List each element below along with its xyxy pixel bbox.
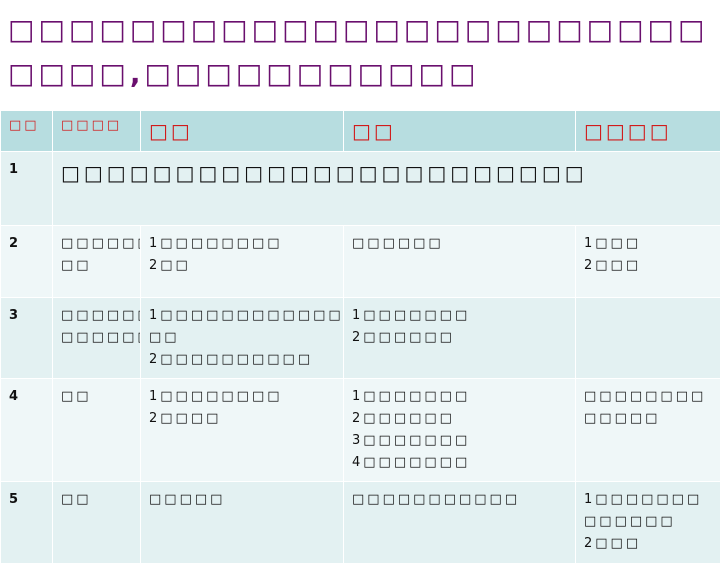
table-cell: □□□□□□ xyxy=(344,226,576,298)
cell-line: 1□□□□□□□ xyxy=(584,489,712,511)
table-row: 1 □□□□□□□□□□□□□□□□□□□□□□□ xyxy=(1,152,720,226)
cell-line: □□□□□□□□ xyxy=(584,386,712,408)
cell-line: 1□□□ xyxy=(584,233,712,255)
cell-line: 1□□□□□□□ xyxy=(352,386,567,408)
title-line-2: □□□□,□□□□□□□□□□□ xyxy=(8,52,712,96)
table-cell: □□□□□□□□ □□□□□ xyxy=(576,379,720,482)
cell-line: □□□□□□ xyxy=(61,233,132,255)
table-row: 3 □□□□□□ □□□□□□ 1□□□□□□□□□□□□□ □□ 2□□□□□… xyxy=(1,298,720,379)
cell-line: □□□□□□ xyxy=(61,305,132,327)
row-number: 5 xyxy=(1,482,53,564)
table-cell: □□□□□ xyxy=(141,482,344,564)
table-cell: 1□□□ 2□□□ xyxy=(576,226,720,298)
cell-line: 3□□□□□□□ xyxy=(352,430,567,452)
cell-line: □□ xyxy=(149,327,335,349)
cell-line: 1□□□□□□□ xyxy=(352,305,567,327)
cell-line: □□□□□□ xyxy=(352,233,567,255)
cell-line: □□ xyxy=(61,255,132,277)
cell-line: 2□□□□□□□□□□ xyxy=(149,349,335,371)
cell-line: 1□□□□□□□□ xyxy=(149,233,335,255)
table-row: 5 □□ □□□□□ □□□□□□□□□□□ 1□□□□□□□ □□□□□□ 2… xyxy=(1,482,720,564)
cell-line: 2□□ xyxy=(149,255,335,277)
cell-line: 2□□□ xyxy=(584,533,712,555)
table-row: 2 □□□□□□ □□ 1□□□□□□□□ 2□□ □□□□□□ 1□□□ 2□… xyxy=(1,226,720,298)
table-cell: 1□□□□□□□□ 2□□ xyxy=(141,226,344,298)
row-number: 2 xyxy=(1,226,53,298)
row-number: 1 xyxy=(1,152,53,226)
cell-line: 1□□□□□□□□□□□□□ xyxy=(149,305,335,327)
table-cell: □□□□□□ □□ xyxy=(53,226,141,298)
merged-cell: □□□□□□□□□□□□□□□□□□□□□□□ xyxy=(53,152,720,226)
header-cell: □□□□ xyxy=(576,111,720,152)
table-cell: □□□□□□ □□□□□□ xyxy=(53,298,141,379)
row-number: 3 xyxy=(1,298,53,379)
cell-line: 4□□□□□□□ xyxy=(352,452,567,474)
cell-line: □□□□□□ xyxy=(584,511,712,533)
row-number: 4 xyxy=(1,379,53,482)
table-cell: 1□□□□□□□□ 2□□□□ xyxy=(141,379,344,482)
cell-line: □□ xyxy=(61,386,132,408)
table-cell: 1□□□□□□□ 2□□□□□□ xyxy=(344,298,576,379)
info-table: □□ □□□□ □□ □□ □□□□ 1 □□□□□□□□□□□□□□□□□□□… xyxy=(0,110,720,564)
header-cell: □□ xyxy=(1,111,53,152)
cell-line: 1□□□□□□□□ xyxy=(149,386,335,408)
header-cell: □□ xyxy=(344,111,576,152)
cell-line: □□□□□□□□□□□ xyxy=(352,489,567,511)
table-cell: □□ xyxy=(53,482,141,564)
cell-line: 2□□□□□□ xyxy=(352,327,567,349)
table-cell: □□□□□□□□□□□ xyxy=(344,482,576,564)
header-cell: □□ xyxy=(141,111,344,152)
slide-title: □□□□□□□□□□□□□□□□□□□□□□□ □□□□,□□□□□□□□□□□ xyxy=(8,8,712,96)
cell-line: 2□□□ xyxy=(584,255,712,277)
table-cell xyxy=(576,298,720,379)
cell-line: 2□□□□ xyxy=(149,408,335,430)
header-cell: □□□□ xyxy=(53,111,141,152)
table-cell: □□ xyxy=(53,379,141,482)
table-header-row: □□ □□□□ □□ □□ □□□□ xyxy=(1,111,720,152)
cell-line: □□□□□□ xyxy=(61,327,132,349)
table-cell: 1□□□□□□□ 2□□□□□□ 3□□□□□□□ 4□□□□□□□ xyxy=(344,379,576,482)
table-cell: 1□□□□□□□□□□□□□ □□ 2□□□□□□□□□□ xyxy=(141,298,344,379)
cell-line: □□ xyxy=(61,489,132,511)
cell-line: □□□□□ xyxy=(584,408,712,430)
cell-line: 2□□□□□□ xyxy=(352,408,567,430)
table-row: 4 □□ 1□□□□□□□□ 2□□□□ 1□□□□□□□ 2□□□□□□ 3□… xyxy=(1,379,720,482)
title-line-1: □□□□□□□□□□□□□□□□□□□□□□□ xyxy=(8,8,712,52)
cell-line: □□□□□ xyxy=(149,489,335,511)
table-cell: 1□□□□□□□ □□□□□□ 2□□□ xyxy=(576,482,720,564)
